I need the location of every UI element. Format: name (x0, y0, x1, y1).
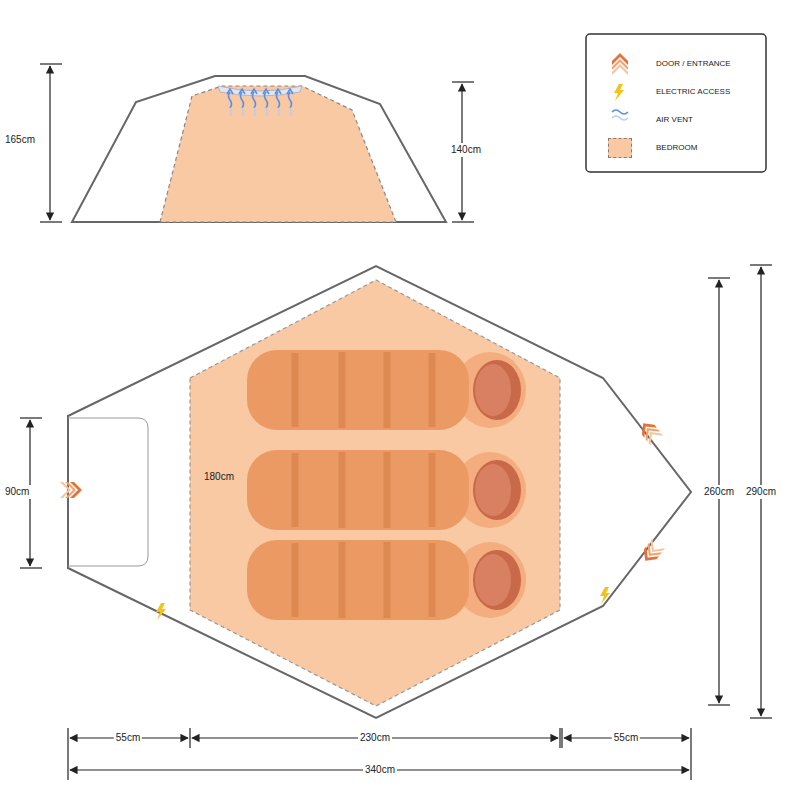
drawing-part (49, 66, 50, 220)
drawing-part (586, 34, 766, 172)
side-view (72, 76, 446, 222)
legend-text: AIR VENT (656, 115, 693, 125)
drawing-part (637, 418, 663, 445)
drawing-part (189, 728, 190, 748)
drawing-part (247, 450, 526, 530)
drawing-part (614, 84, 624, 101)
dimension-label: 90cm (3, 485, 31, 499)
legend-text: ELECTRIC ACCESS (656, 87, 730, 97)
drawing-part (287, 89, 293, 116)
drawing-part (561, 728, 562, 748)
drawing-part (690, 728, 691, 780)
drawing-part (612, 116, 628, 120)
drawing-part (639, 538, 665, 565)
legend-text: BEDROOM (656, 143, 697, 153)
drawing-part (40, 63, 62, 64)
drawing-part (60, 482, 82, 498)
drawing-part (612, 110, 628, 120)
dimension-label: 340cm (363, 763, 397, 777)
drawing-part (239, 89, 245, 116)
drawing-part (452, 81, 474, 82)
floor-plan (60, 266, 691, 718)
dimension-label: 230cm (358, 731, 392, 745)
drawing-part (708, 704, 730, 705)
drawing-part (227, 89, 233, 116)
drawing-part (247, 540, 526, 620)
drawing-part (708, 277, 730, 278)
drawing-part (559, 728, 560, 748)
drawing-part (600, 587, 610, 604)
drawing-part (40, 221, 62, 222)
drawing-part (612, 53, 628, 75)
drawing-part (67, 728, 68, 780)
drawing-part (452, 221, 474, 222)
dimension-label: 260cm (702, 485, 736, 499)
drawing-part (750, 717, 772, 718)
dimension-label: 55cm (114, 731, 142, 745)
legend-swatch (608, 138, 632, 158)
drawing-part (190, 280, 560, 706)
legend-text: DOOR / ENTRANCE (656, 59, 731, 69)
drawing-part (251, 89, 257, 116)
dimension-label: 180cm (202, 470, 236, 484)
drawing-part (275, 89, 281, 116)
drawing-part (20, 417, 42, 418)
dimension-label: 140cm (449, 143, 483, 157)
drawing-part (68, 266, 691, 718)
dimension-label: 55cm (612, 731, 640, 745)
drawing-part (247, 350, 526, 430)
drawing-part (156, 603, 166, 620)
dimension-label: 290cm (744, 485, 778, 499)
drawing-part (72, 76, 446, 222)
legend-box (586, 34, 766, 172)
drawing-part (263, 89, 269, 116)
drawing-part (160, 86, 396, 222)
dimension-label: 165cm (3, 133, 37, 147)
drawing-part (612, 110, 628, 114)
drawing-part (20, 567, 42, 568)
drawing-part (750, 264, 772, 265)
